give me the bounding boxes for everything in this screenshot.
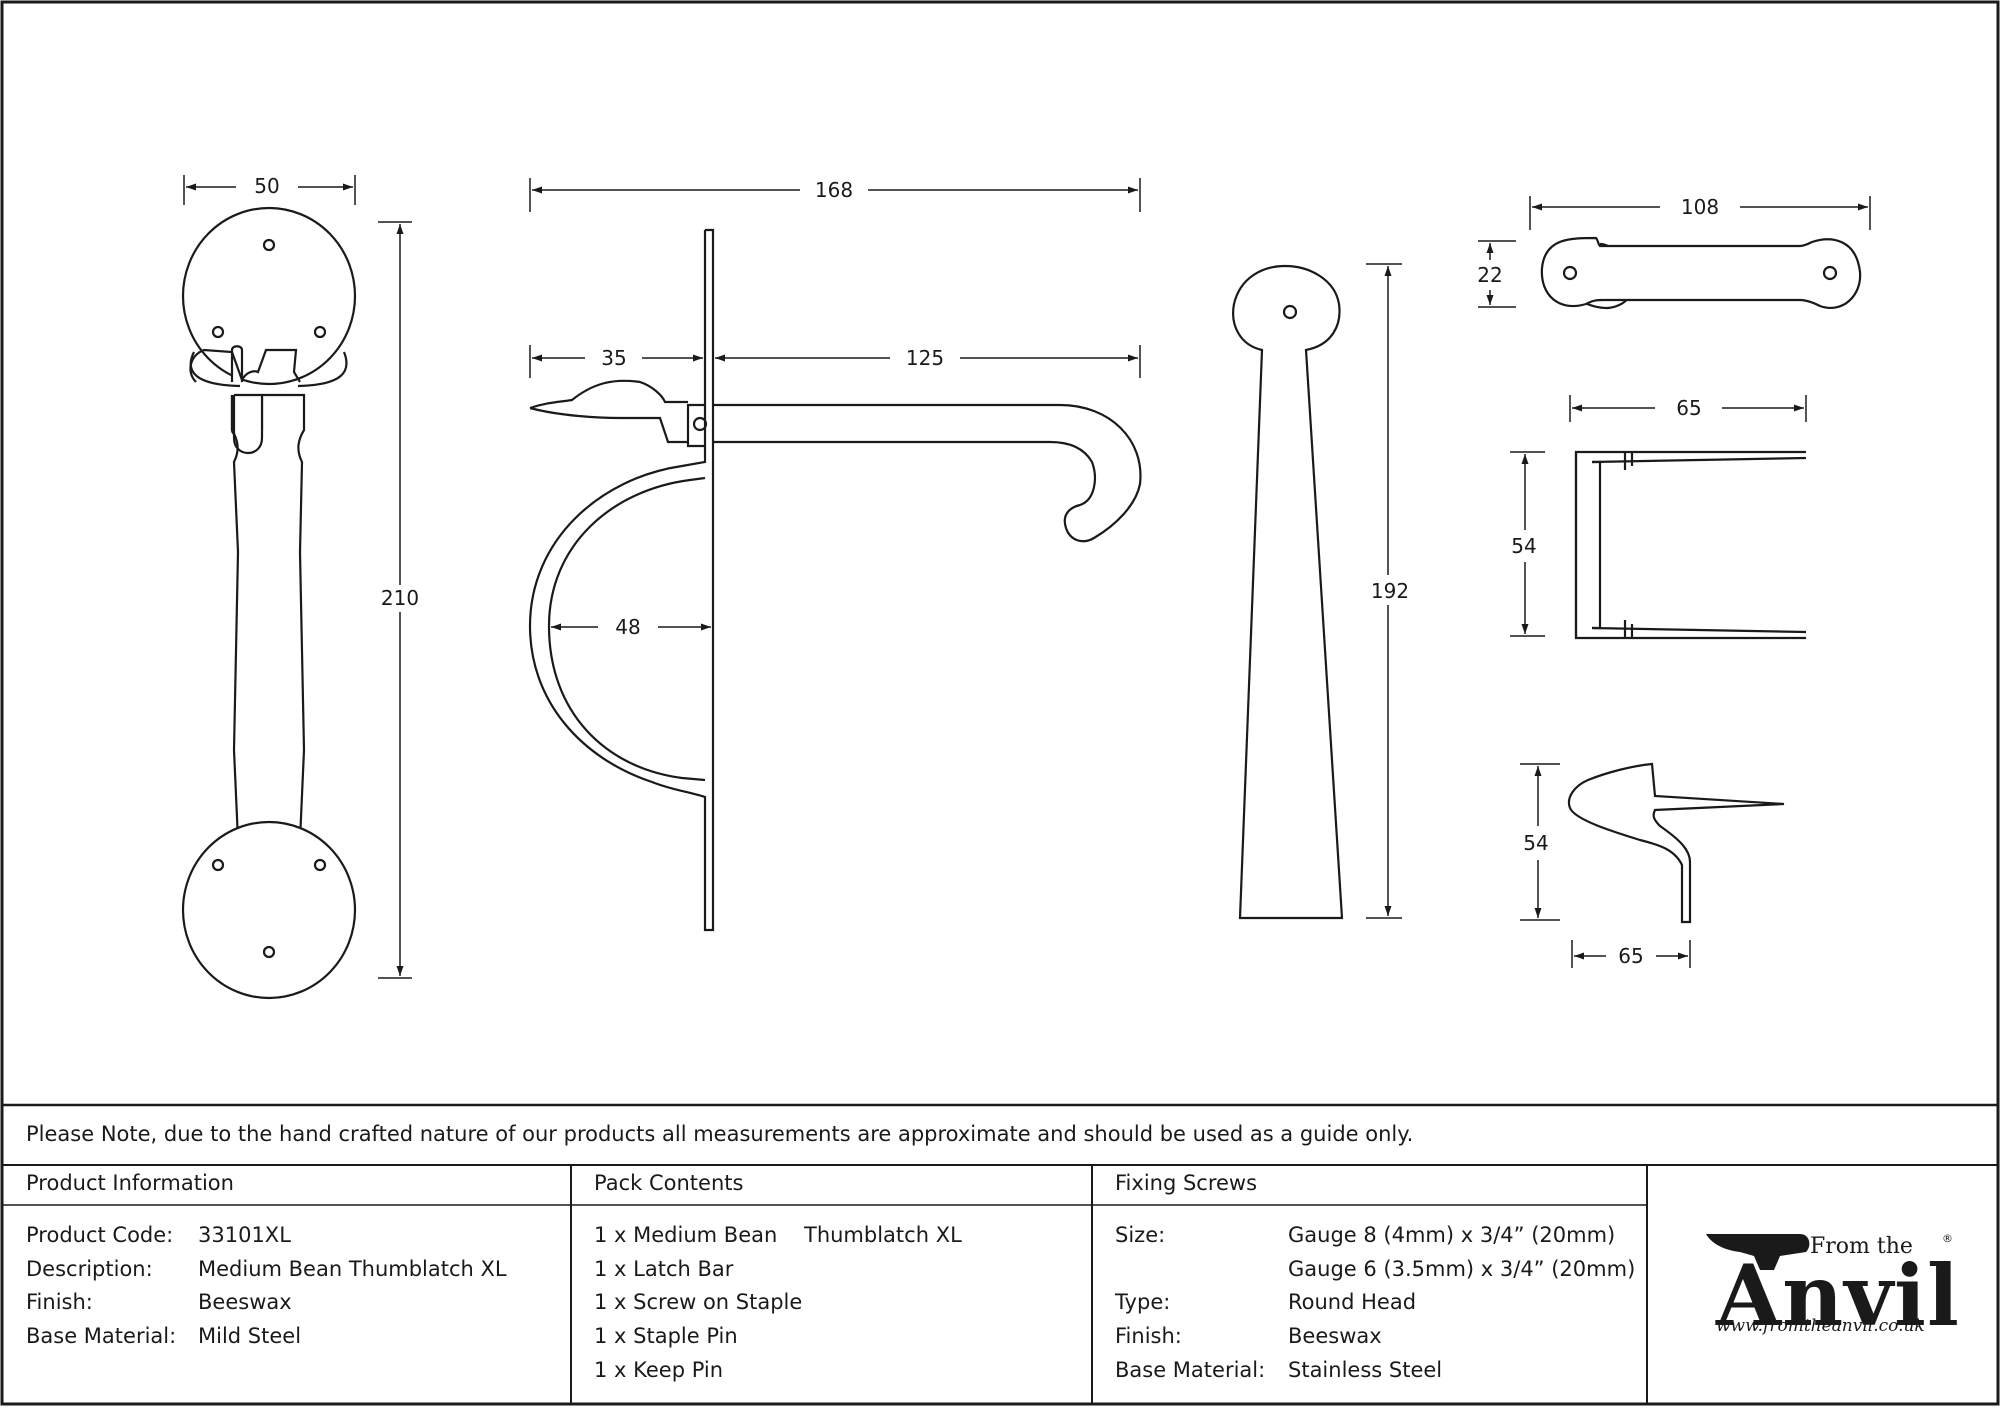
latch-plate-view xyxy=(1232,264,1344,920)
pack-item: 1 x Staple Pin xyxy=(594,1324,738,1348)
product-code-value: 33101XL xyxy=(198,1223,291,1247)
logo-url: www.fromtheanvil.co.uk xyxy=(1716,1316,1925,1336)
dim-staple-height: 54 xyxy=(1511,534,1536,558)
handle-front-view xyxy=(181,206,357,1000)
dim-latch-height: 192 xyxy=(1371,579,1409,603)
dim-loop-depth: 48 xyxy=(615,615,640,639)
pack-item: 1 x Medium Bean Thumblatch XL xyxy=(594,1223,962,1247)
dim-bar-staple-height: 22 xyxy=(1477,263,1502,287)
logo-from-the: From the xyxy=(1810,1234,1913,1259)
top-backplate xyxy=(181,206,357,386)
dim-keep-width: 65 xyxy=(1618,944,1643,968)
pack-item: 1 x Screw on Staple xyxy=(594,1290,803,1314)
fixing-screws-header: Fixing Screws xyxy=(1115,1171,1258,1195)
dim-bar-staple-length: 108 xyxy=(1681,195,1719,219)
dim-overall-length: 168 xyxy=(815,178,853,202)
description-label: Description: xyxy=(26,1257,153,1281)
finish-label: Finish: xyxy=(26,1290,93,1314)
bottom-backplate xyxy=(181,820,357,1000)
dimension-lines xyxy=(183,175,1871,979)
keep-side-view xyxy=(1567,762,1785,924)
logo-registered: ® xyxy=(1942,1232,1953,1245)
screw-finish-label: Finish: xyxy=(1115,1324,1182,1348)
screw-type-label: Type: xyxy=(1115,1290,1171,1314)
logo-anvil: Anvil xyxy=(1716,1246,1960,1345)
product-code-label: Product Code: xyxy=(26,1223,174,1247)
staple-bar-view xyxy=(1540,236,1862,310)
description-value: Medium Bean Thumblatch XL xyxy=(198,1257,507,1281)
finish-value: Beeswax xyxy=(198,1290,292,1314)
screw-size-label: Size: xyxy=(1115,1223,1166,1247)
anvil-logo-icon xyxy=(1706,1234,1810,1270)
screw-size-value-2: Gauge 6 (3.5mm) x 3/4” (20mm) xyxy=(1288,1257,1636,1281)
dim-keep-height: 54 xyxy=(1523,831,1548,855)
base-material-label: Base Material: xyxy=(26,1324,177,1348)
screw-finish-value: Beeswax xyxy=(1288,1324,1382,1348)
screw-material-label: Base Material: xyxy=(1115,1358,1266,1382)
measurement-note: Please Note, due to the hand crafted nat… xyxy=(26,1122,1414,1146)
screw-size-value: Gauge 8 (4mm) x 3/4” (20mm) xyxy=(1288,1223,1616,1247)
pack-contents-header: Pack Contents xyxy=(594,1171,744,1195)
pack-item: 1 x Keep Pin xyxy=(594,1358,724,1382)
base-material-value: Mild Steel xyxy=(198,1324,302,1348)
dim-bar-length: 125 xyxy=(906,346,944,370)
product-info-header: Product Information xyxy=(26,1171,234,1195)
screw-material-value: Stainless Steel xyxy=(1288,1358,1443,1382)
dim-handle-height: 210 xyxy=(381,586,419,610)
screw-type-value: Round Head xyxy=(1288,1290,1417,1314)
dim-handle-width: 50 xyxy=(254,174,279,198)
latch-side-view xyxy=(528,228,1142,932)
dim-staple-width: 65 xyxy=(1676,396,1701,420)
pack-item: 1 x Latch Bar xyxy=(594,1257,734,1281)
staple-side-view xyxy=(1574,450,1807,640)
dim-thumb-length: 35 xyxy=(601,346,626,370)
